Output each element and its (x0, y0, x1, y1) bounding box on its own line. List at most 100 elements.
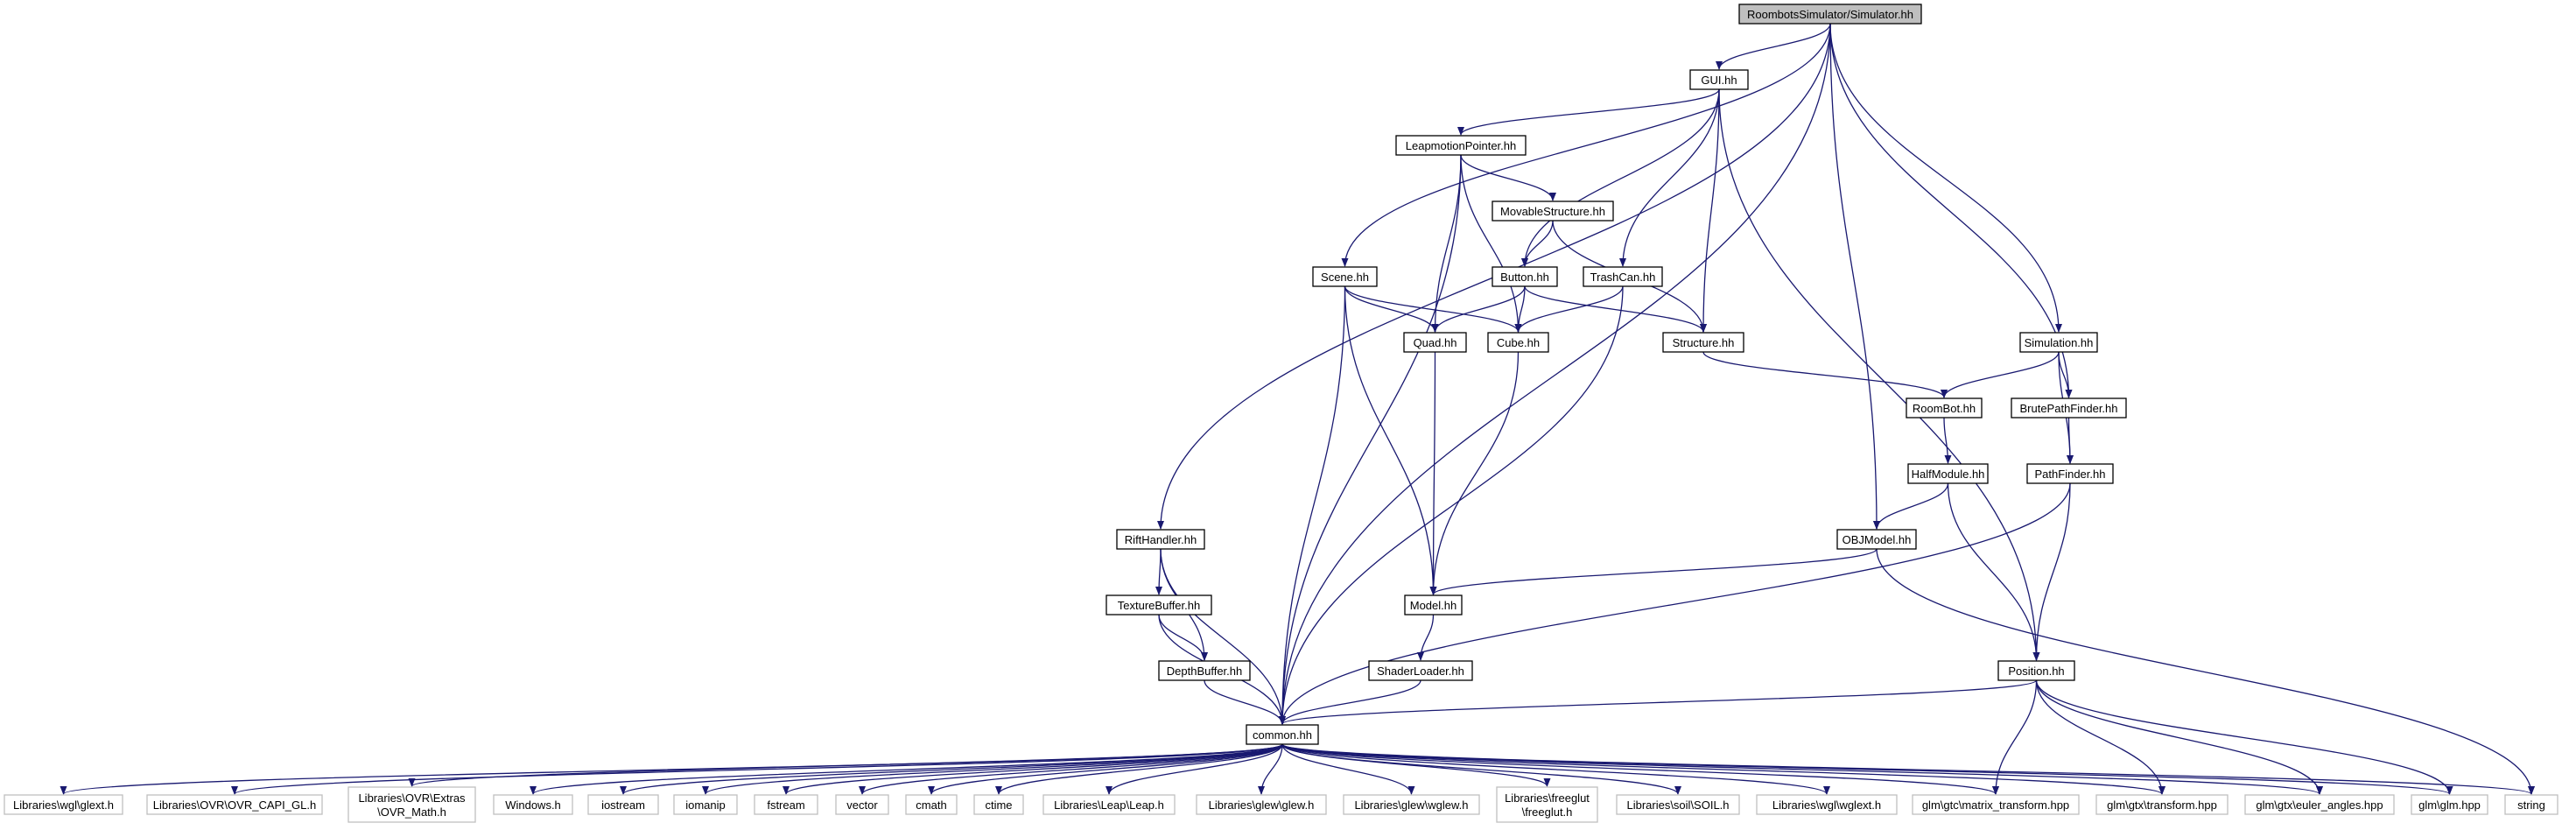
node-box-ovrmath (347, 786, 476, 823)
node-shader[interactable]: ShaderLoader.hh (1368, 660, 1473, 681)
edge-common-to-string (1281, 743, 2535, 795)
node-box-ovrcapi (146, 794, 323, 815)
edge-common-to-fstream (783, 743, 1283, 795)
node-label-brute: BrutePathFinder.hh (2019, 402, 2117, 415)
node-pathfinder[interactable]: PathFinder.hh (2026, 463, 2114, 484)
edge-common-to-euler (1281, 743, 2323, 795)
node-soil: Libraries\soil\SOIL.h (1616, 794, 1740, 815)
edge-structure-to-roombot (1702, 351, 1948, 398)
node-box-gtxtransform (2095, 794, 2229, 815)
edge-depthbuf-to-common (1204, 679, 1286, 725)
edge-quad-to-model (1429, 351, 1437, 595)
node-ovrcapi: Libraries\OVR\OVR_CAPI_GL.h (146, 794, 323, 815)
edge-position-to-common (1279, 679, 2038, 725)
node-gui[interactable]: GUI.hh (1689, 69, 1749, 90)
node-label-wglext: Libraries\wgl\glext.h (13, 798, 114, 812)
node-trash[interactable]: TrashCan.hh (1583, 266, 1663, 287)
node-box-gui (1689, 69, 1749, 90)
node-box-cube (1487, 332, 1549, 353)
node-quad[interactable]: Quad.hh (1403, 332, 1467, 353)
node-vector: vector (835, 794, 889, 815)
node-common[interactable]: common.hh (1246, 724, 1319, 745)
edge-common-to-iomanip (702, 743, 1283, 795)
node-box-wglext (4, 794, 123, 815)
node-box-objmodel (1836, 529, 1917, 550)
node-label-sim: RoombotsSimulator/Simulator.hh (1747, 8, 1913, 21)
node-rift[interactable]: RiftHandler.hh (1116, 529, 1205, 550)
node-leaph: Libraries\Leap\Leap.h (1042, 794, 1176, 815)
node-label-simulation: Simulation.hh (2025, 336, 2094, 349)
node-label-wglew: Libraries\glew\wglew.h (1354, 798, 1468, 812)
edge-common-to-ovrmath (408, 743, 1283, 787)
edge-movable-to-button (1521, 220, 1554, 267)
node-label-movable: MovableStructure.hh (1500, 205, 1605, 218)
node-label-leap: LeapmotionPointer.hh (1406, 139, 1516, 152)
node-box-iostream (587, 794, 659, 815)
edge-scene-to-model (1344, 285, 1437, 595)
node-label-scene: Scene.hh (1321, 271, 1369, 284)
node-texbuf[interactable]: TextureBuffer.hh (1106, 594, 1212, 615)
node-cube[interactable]: Cube.hh (1487, 332, 1549, 353)
node-box-roombot (1906, 397, 1983, 419)
node-iomanip: iomanip (673, 794, 738, 815)
node-label-euler: glm\gtx\euler_angles.hpp (2256, 798, 2383, 812)
edge-common-to-leaph (1106, 743, 1283, 795)
node-label-iostream: iostream (601, 798, 645, 812)
edge-gui-to-leap (1457, 88, 1720, 136)
node-button[interactable]: Button.hh (1492, 266, 1558, 287)
edge-common-to-gtxtransform (1281, 743, 2165, 795)
node-model[interactable]: Model.hh (1404, 594, 1463, 615)
edge-common-to-vector (859, 743, 1283, 795)
edge-gui-to-structure (1700, 88, 1720, 333)
edge-common-to-wglext (60, 743, 1283, 795)
node-scene[interactable]: Scene.hh (1312, 266, 1378, 287)
node-iostream: iostream (587, 794, 659, 815)
edge-trash-to-cube (1514, 285, 1624, 333)
edge-leap-to-common (1279, 154, 1462, 725)
node-label-cmath: cmath (916, 798, 946, 812)
node-objmodel[interactable]: OBJModel.hh (1836, 529, 1917, 550)
node-structure[interactable]: Structure.hh (1662, 332, 1744, 353)
node-label-shader: ShaderLoader.hh (1377, 665, 1464, 678)
edge-sim-to-objmodel (1829, 23, 1880, 530)
edge-objmodel-to-model (1429, 548, 1878, 595)
node-euler: glm\gtx\euler_angles.hpp (2244, 794, 2395, 815)
node-box-halfmodule (1907, 463, 1989, 484)
node-label-leaph: Libraries\Leap\Leap.h (1054, 798, 1164, 812)
edge-leap-to-quad (1431, 154, 1462, 333)
node-label-button: Button.hh (1500, 271, 1549, 284)
node-label-trash: TrashCan.hh (1590, 271, 1656, 284)
node-halfmodule[interactable]: HalfModule.hh (1907, 463, 1989, 484)
node-movable[interactable]: MovableStructure.hh (1492, 200, 1614, 222)
node-brute[interactable]: BrutePathFinder.hh (2011, 397, 2127, 419)
node-position[interactable]: Position.hh (1997, 660, 2075, 681)
edge-scene-to-cube (1344, 285, 1522, 333)
node-box-rift (1116, 529, 1205, 550)
node-box-shader (1368, 660, 1473, 681)
node-box-trash (1583, 266, 1663, 287)
node-box-glmhpp (2411, 794, 2488, 815)
node-label-soil: Libraries\soil\SOIL.h (1626, 798, 1729, 812)
edge-gui-to-button (1521, 88, 1720, 267)
node-label-rift: RiftHandler.hh (1125, 533, 1197, 546)
edge-gui-to-position (1718, 88, 2040, 661)
edge-common-to-ovrcapi (231, 743, 1283, 795)
edge-scene-to-common (1279, 285, 1346, 725)
node-box-button (1492, 266, 1558, 287)
node-label-objmodel: OBJModel.hh (1843, 533, 1912, 546)
node-leap[interactable]: LeapmotionPointer.hh (1395, 135, 1527, 156)
edge-leap-to-movable (1460, 154, 1556, 201)
node-box-scene (1312, 266, 1378, 287)
node-glew: Libraries\glew\glew.h (1196, 794, 1327, 815)
node-label-freeglut-0: Libraries\freeglut (1505, 791, 1590, 805)
node-sim[interactable]: RoombotsSimulator/Simulator.hh (1738, 4, 1922, 25)
node-freeglut: Libraries\freeglut\freeglut.h (1496, 786, 1598, 823)
node-box-simulation (2019, 332, 2098, 353)
node-label-pathfinder: PathFinder.hh (2035, 468, 2106, 481)
node-simulation[interactable]: Simulation.hh (2019, 332, 2098, 353)
node-roombot[interactable]: RoomBot.hh (1906, 397, 1983, 419)
node-box-soil (1616, 794, 1740, 815)
node-fstream: fstream (754, 794, 818, 815)
node-box-freeglut (1496, 786, 1598, 823)
node-depthbuf[interactable]: DepthBuffer.hh (1158, 660, 1251, 681)
